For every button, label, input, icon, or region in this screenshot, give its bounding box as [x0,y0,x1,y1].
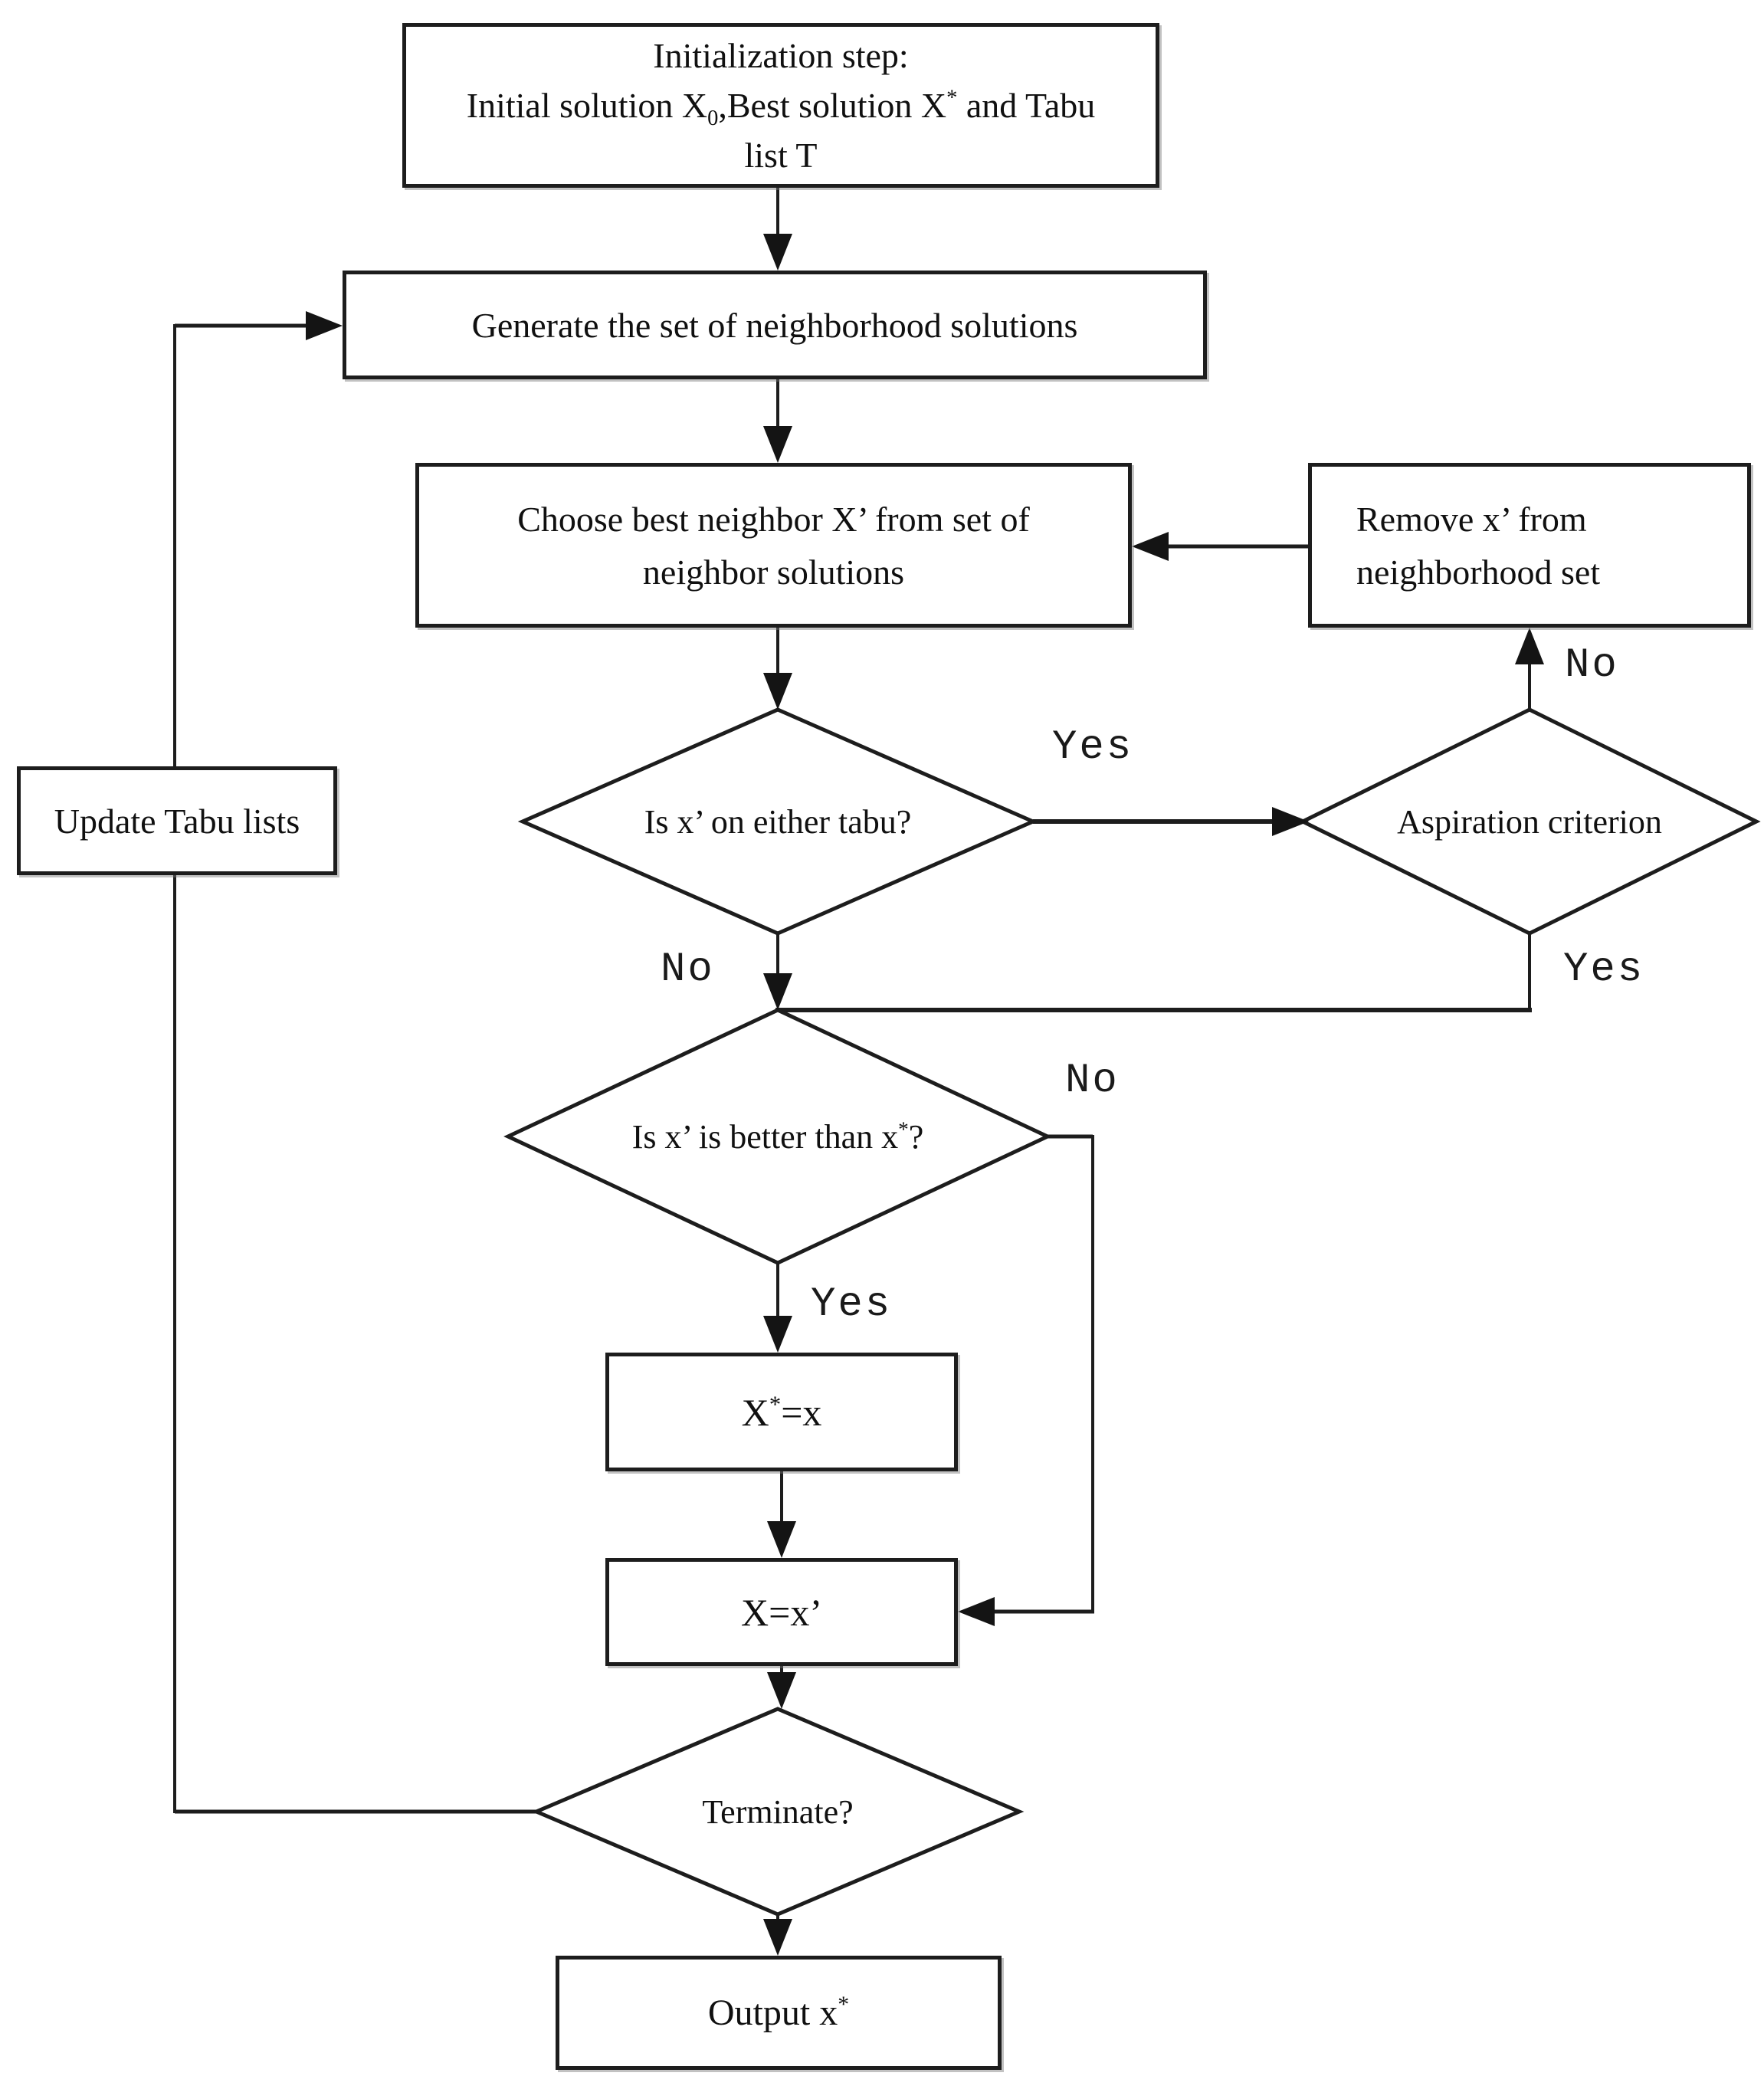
arrowhead-into-set-current [767,1521,796,1558]
arrowhead-into-output [763,1919,792,1956]
set-best-pre: X [741,1390,769,1434]
node-initialization: Initialization step: Initial solution X0… [402,23,1159,188]
connector-lines [173,188,1532,1923]
arrowhead-into-generate-top [763,234,792,271]
generate-label: Generate the set of neighborhood solutio… [471,305,1078,345]
node-update-tabu-lists: Update Tabu lists [17,766,337,875]
set-best-superscript: * [769,1389,782,1417]
set-best-label: X*=x [742,1390,822,1435]
arrowhead-into-tabu-check [763,673,792,710]
node-generate-neighborhood: Generate the set of neighborhood solutio… [343,271,1207,379]
output-superscript: * [838,1992,850,2017]
output-label: Output x* [708,1992,849,2034]
arrowhead-into-set-best [763,1316,792,1353]
arrowhead-into-remove [1515,628,1544,664]
arrowhead-into-aspiration [1272,807,1309,836]
edge-label-tabu-yes: Yes [1052,724,1134,771]
decision-diamonds [503,707,1761,1917]
update-tabu-label: Update Tabu lists [54,801,300,841]
init-line1: Initialization step: [653,35,909,75]
arrowhead-into-choose-right [1132,532,1169,561]
remove-line1: Remove x’ from [1356,499,1587,539]
init-line2-post: and Tabu [957,85,1096,125]
choose-line1: Choose best neighbor X’ from set of [517,499,1030,539]
remove-line2: neighborhood set [1356,552,1601,592]
init-line2: Initial solution X0,Best solution X* and… [467,80,1096,130]
node-output-solution: Output x* [556,1956,1002,2070]
output-pre: Output x [707,1992,838,2033]
init-line2-superscript: * [946,86,958,110]
init-line2-subscript: 0 [707,107,719,131]
arrowhead-into-terminate [767,1672,796,1709]
arrowhead-loop-into-generate [306,311,343,340]
decision-aspiration-criterion-shape [1298,707,1761,936]
set-best-post: =x [781,1390,822,1434]
init-line2-mid: ,Best solution X [718,85,947,125]
node-set-current-solution: X=x’ [605,1558,958,1666]
edge-label-better-no: No [1065,1058,1120,1104]
choose-line2: neighbor solutions [642,552,905,592]
decision-terminate-shape [531,1707,1025,1917]
decision-is-x-on-tabu-shape [517,707,1038,936]
arrowheads [306,234,1544,1956]
node-set-best-solution: X*=x [605,1353,958,1471]
init-line3: list T [744,136,818,175]
edge-label-tabu-no: No [661,946,715,993]
decision-is-x-better-shape [503,1008,1052,1265]
node-choose-best-neighbor: Choose best neighbor X’ from set of neig… [415,463,1132,628]
arrowhead-into-better-check [763,973,792,1010]
node-remove-from-neighborhood: Remove x’ from neighborhood set [1308,463,1751,628]
edge-label-aspiration-yes: Yes [1563,946,1645,993]
edge-label-better-yes: Yes [811,1281,893,1328]
edge-label-aspiration-no: No [1565,642,1619,689]
arrowhead-into-choose [763,426,792,463]
init-line2-pre: Initial solution X [466,85,708,125]
set-current-label: X=x’ [741,1590,822,1634]
arrowhead-into-set-current-right [958,1597,995,1626]
